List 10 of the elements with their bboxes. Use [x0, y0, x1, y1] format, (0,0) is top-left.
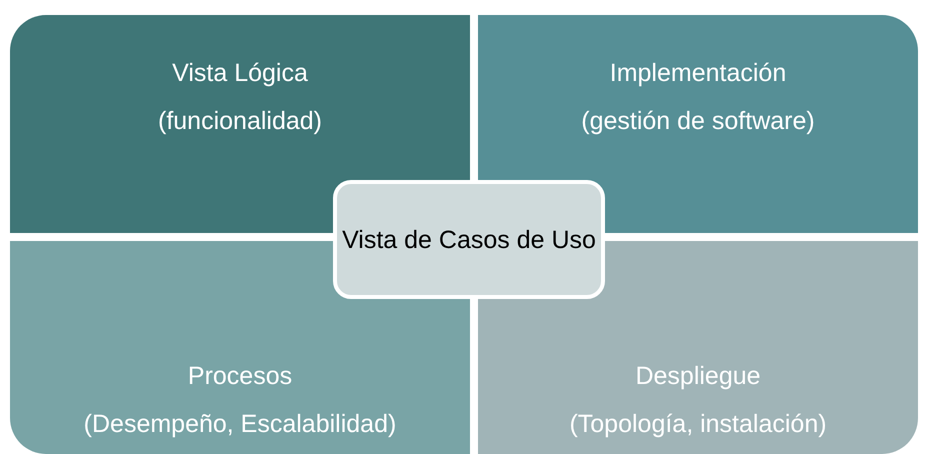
block-title: Despliegue: [635, 361, 761, 392]
center-label: Vista de Casos de Uso: [342, 224, 596, 256]
block-title: Procesos: [188, 361, 292, 392]
block-subtitle: (Desempeño, Escalabilidad): [84, 409, 396, 440]
block-subtitle: (gestión de software): [581, 106, 815, 137]
center-box: [333, 180, 605, 299]
block-subtitle: (funcionalidad): [158, 106, 322, 137]
block-title: Implementación: [610, 58, 786, 89]
block-title: Vista Lógica: [172, 58, 308, 89]
block-subtitle: (Topología, instalación): [569, 409, 827, 440]
